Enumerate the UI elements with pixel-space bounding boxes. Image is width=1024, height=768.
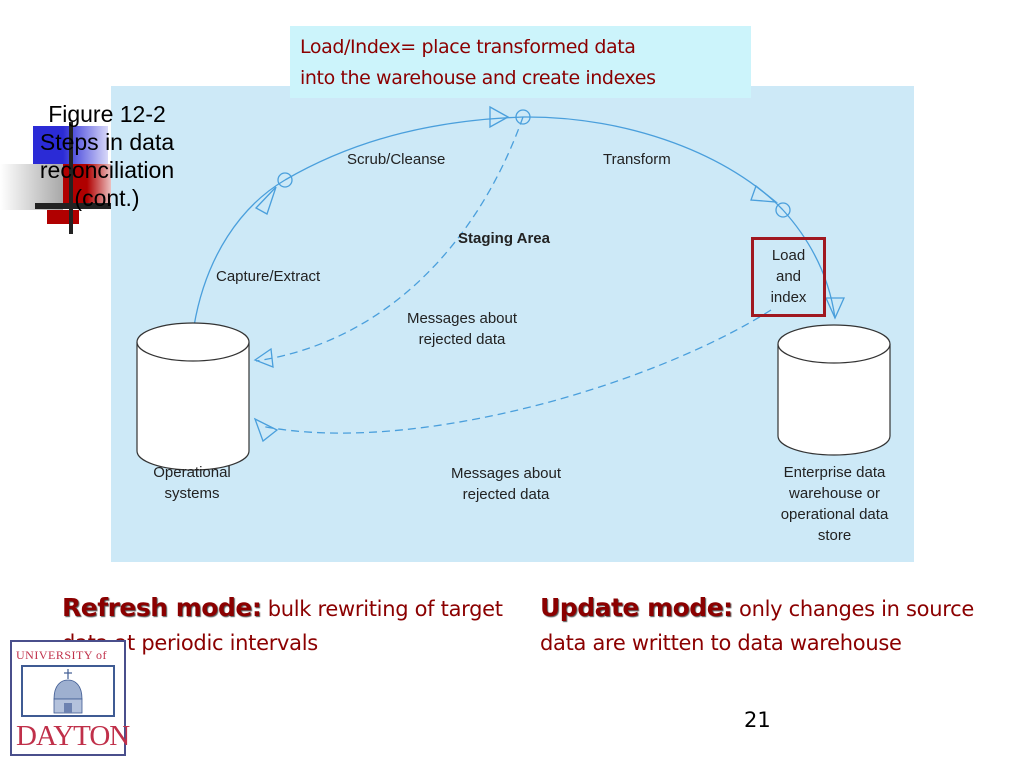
caption-line: Figure 12-2: [48, 101, 166, 127]
refresh-mode-text: Refresh mode: bulk rewriting of target d…: [62, 591, 512, 660]
label-line: rejected data: [462, 486, 550, 503]
capture-junction-icon: [277, 172, 293, 188]
logo-top-text: UNIVERSITY of: [16, 648, 108, 662]
label-line: operational data: [780, 506, 889, 523]
caption-line: (cont.): [74, 185, 140, 211]
label-line: rejected data: [418, 331, 506, 348]
label-line: index: [770, 289, 807, 306]
label-line: Load: [771, 247, 806, 264]
label-line: store: [817, 527, 852, 544]
callout-line: Load/Index= place transformed data: [300, 36, 636, 58]
university-of-dayton-logo: UNIVERSITY of DAYTON: [10, 640, 130, 756]
label-line: warehouse or: [789, 485, 880, 502]
label-line: Operational: [153, 464, 231, 481]
staging-area-label: Staging Area: [458, 230, 550, 247]
logo-frame: [21, 665, 115, 717]
label-line: Messages about: [450, 465, 562, 482]
update-mode-text: Update mode: only changes in source data…: [540, 591, 980, 660]
load-index-callout: Load/Index= place transformed data into …: [290, 26, 751, 98]
decorative-red-block-small: [47, 210, 79, 224]
reject-lower-line: [260, 309, 772, 434]
scrub-cleanse-label: Scrub/Cleanse: [347, 151, 446, 168]
operational-systems-label: Operational systems: [137, 462, 247, 504]
capture-arrow-icon: [254, 186, 277, 215]
refresh-mode-heading: Refresh mode:: [62, 593, 262, 622]
logo-bottom-text: DAYTON: [16, 720, 130, 752]
caption-line: reconciliation: [39, 157, 175, 183]
transform-label: Transform: [603, 151, 671, 168]
chapel-dome-icon: [53, 669, 83, 714]
data-warehouse-cylinder-icon: [777, 324, 891, 456]
label-line: Enterprise data: [783, 464, 886, 481]
reject-upper-arrow-icon: [253, 347, 274, 368]
reject-lower-arrow-icon: [253, 417, 279, 443]
messages-rejected-lower-label: Messages about rejected data: [436, 463, 576, 505]
figure-caption: Figure 12-2 Steps in data reconciliation…: [8, 100, 206, 212]
load-and-index-label: Load and index: [756, 245, 821, 308]
decorative-vertical-bar: [69, 122, 73, 234]
page-number: 21: [744, 708, 771, 732]
operational-systems-cylinder-icon: [136, 322, 250, 471]
caption-line: Steps in data: [39, 129, 175, 155]
scrub-arrow-icon: [489, 105, 510, 129]
label-line: and: [775, 268, 802, 285]
diagram-canvas: [136, 105, 891, 471]
load-flow-line: [782, 209, 836, 319]
update-mode-heading: Update mode:: [540, 593, 733, 622]
decorative-horizontal-bar: [35, 203, 111, 209]
label-line: systems: [164, 485, 220, 502]
scrub-flow-line: [284, 116, 524, 181]
callout-line: into the warehouse and create indexes: [300, 67, 656, 89]
label-line: Messages about: [406, 310, 518, 327]
staging-junction-icon: [515, 109, 531, 125]
data-warehouse-label: Enterprise data warehouse or operational…: [762, 462, 907, 546]
reject-upper-line: [255, 116, 524, 362]
transform-junction-icon: [775, 202, 791, 218]
decorative-gray-block: [0, 164, 63, 210]
load-index-highlight-box: [751, 237, 826, 317]
reconciliation-diagram: [111, 86, 914, 562]
update-mode-description: only changes in source data are written …: [540, 597, 974, 655]
capture-extract-label: Capture/Extract: [216, 268, 321, 285]
capture-flow-line: [193, 179, 286, 327]
messages-rejected-upper-label: Messages about rejected data: [392, 308, 532, 350]
load-arrow-icon: [824, 297, 846, 320]
transform-arrow-icon: [750, 184, 779, 203]
